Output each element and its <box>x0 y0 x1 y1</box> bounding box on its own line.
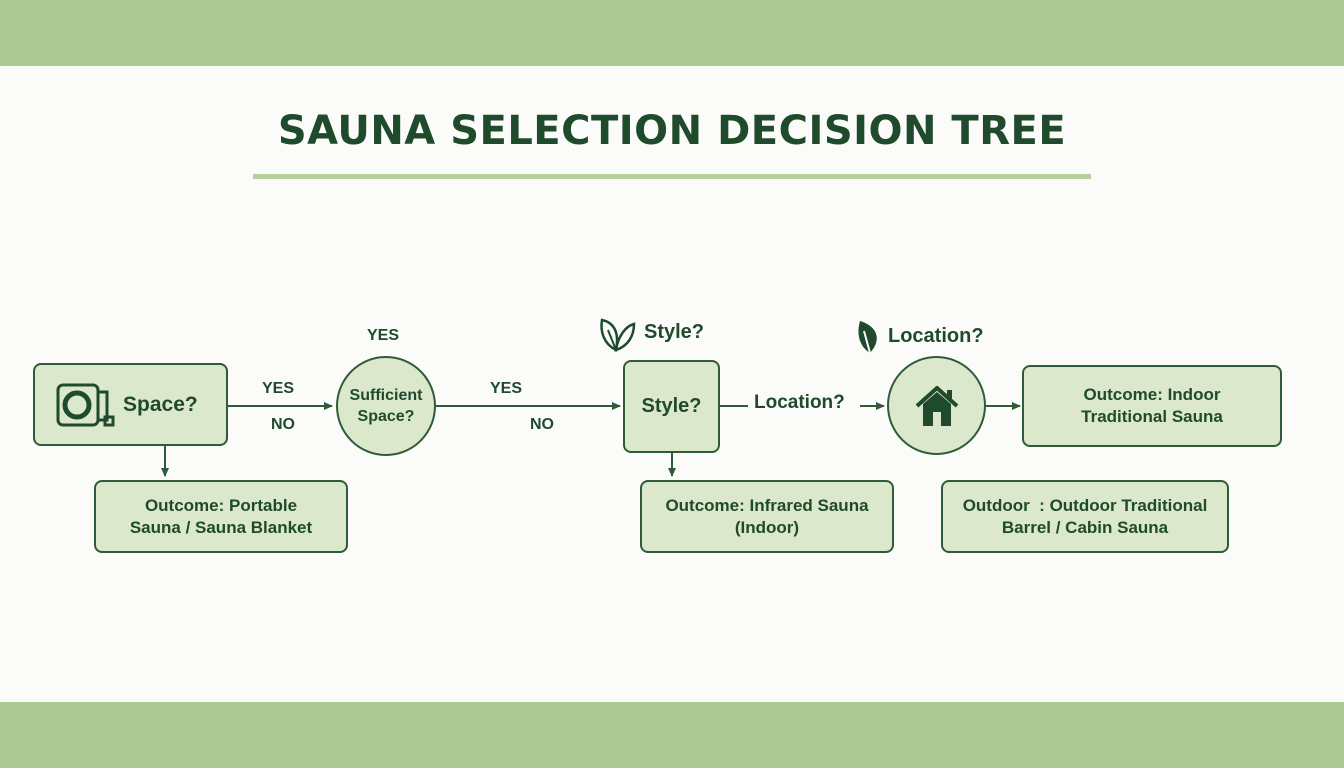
house-icon <box>913 384 961 428</box>
sufficient-line2: Space? <box>357 408 415 425</box>
outcome-infrared-line2: (Indoor) <box>734 517 800 537</box>
node-outcome-infrared: Outcome: Infrared Sauna (Indoor) <box>640 480 894 553</box>
node-outcome-portable: Outcome: Portable Sauna / Sauna Blanket <box>94 480 348 553</box>
edge-label-no-1: NO <box>271 416 295 433</box>
node-style: Style? <box>623 360 720 453</box>
node-outcome-indoor: Outcome: Indoor Traditional Sauna <box>1022 365 1282 447</box>
node-sufficient-space: Sufficient Space? <box>336 356 436 456</box>
node-style-label: Style? <box>641 395 702 417</box>
outcome-portable-line2: Sauna / Sauna Blanket <box>129 517 313 537</box>
edge-label-no-2: NO <box>530 416 554 433</box>
sufficient-line1: Sufficient <box>349 387 423 404</box>
outcome-indoor-line1: Outcome: Indoor <box>1083 385 1221 404</box>
bottom-band <box>0 702 1344 768</box>
node-outcome-outdoor: Outdoor : Outdoor Traditional Barrel / C… <box>941 480 1229 553</box>
top-band <box>0 0 1344 66</box>
page-title: SAUNA SELECTION DECISION TREE <box>277 108 1067 154</box>
title-underline <box>253 174 1091 179</box>
edge-label-yes-1: YES <box>262 380 295 397</box>
heading-style: Style? <box>644 321 705 343</box>
outcome-indoor-line2: Traditional Sauna <box>1081 407 1223 426</box>
edge-label-yes-above-circle: YES <box>367 327 400 344</box>
outcome-infrared-line1: Outcome: Infrared Sauna <box>665 495 869 515</box>
outcome-outdoor-line1: Outdoor : Outdoor Traditional <box>962 495 1208 515</box>
outcome-outdoor-line2: Barrel / Cabin Sauna <box>1001 517 1169 537</box>
tape-measure-icon <box>55 382 115 428</box>
leaf-outline-icon <box>598 314 638 354</box>
node-space: Space? <box>33 363 228 446</box>
edge-label-yes-2: YES <box>490 380 523 397</box>
edge-label-location: Location? <box>754 392 845 413</box>
outcome-portable-line1: Outcome: Portable <box>144 495 298 515</box>
node-location <box>887 356 986 455</box>
node-space-label: Space? <box>123 392 198 416</box>
heading-location: Location? <box>888 325 984 347</box>
leaf-solid-icon <box>856 317 886 355</box>
